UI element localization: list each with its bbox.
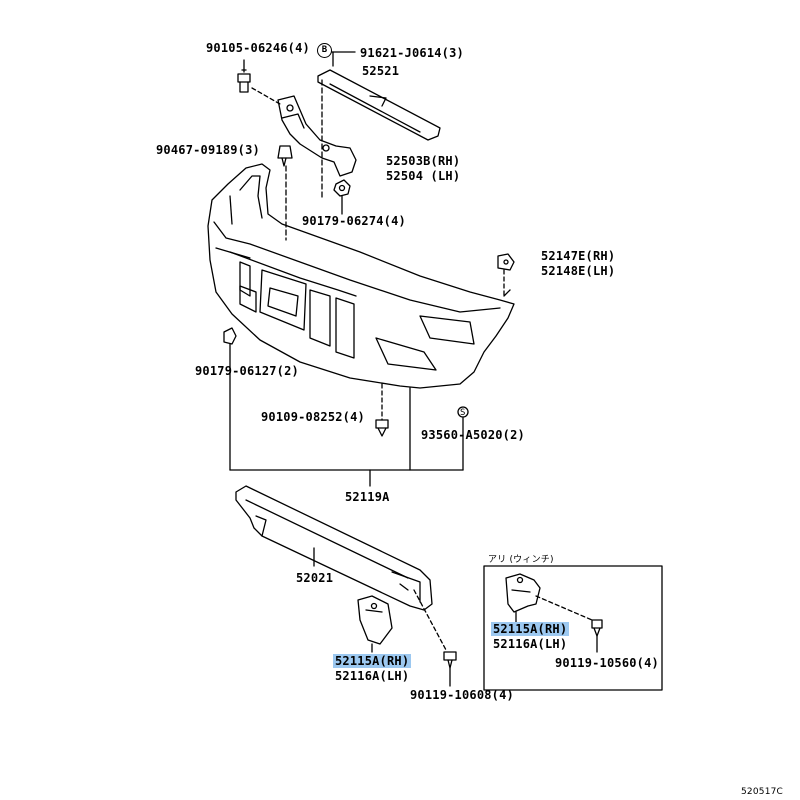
- callout-52021: 52021: [296, 571, 334, 585]
- callout-52115a-inset: 52115A(RH): [491, 622, 570, 636]
- callout-52119a: 52119A: [345, 490, 390, 504]
- reinforcement-52021-icon: [235, 485, 433, 611]
- b-marker: B: [317, 43, 332, 58]
- callout-91621: 91621-J0614(3): [360, 46, 464, 60]
- diagram-code: 520517C: [741, 787, 784, 797]
- callout-52148e: 52148E(LH): [541, 264, 616, 278]
- callout-52521: 52521: [362, 64, 400, 78]
- s-marker: S: [460, 408, 466, 418]
- callout-90467: 90467-09189(3): [156, 143, 260, 157]
- callout-52503b: 52503B(RH): [386, 154, 461, 168]
- bracket-52115a-main-icon: [357, 595, 393, 645]
- inset-frame: [483, 565, 663, 691]
- nut-90179-06127-icon: [223, 327, 237, 345]
- bolt-90105-icon: [237, 69, 251, 93]
- callout-52115a-main: 52115A(RH): [333, 654, 412, 668]
- callout-90179-06274: 90179-06274(4): [302, 214, 406, 228]
- upper-bracket-icon: [277, 95, 357, 177]
- callout-90119-10608: 90119-10608(4): [410, 688, 514, 702]
- callout-52147e: 52147E(RH): [541, 249, 616, 263]
- callout-93560: 93560-A5020(2): [421, 428, 525, 442]
- clip-90467-icon: [277, 145, 293, 167]
- callout-90119-10560: 90119-10560(4): [555, 656, 659, 670]
- callout-52504: 52504 (LH): [386, 169, 461, 183]
- callout-90109: 90109-08252(4): [261, 410, 365, 424]
- bumper-cover-icon: [207, 163, 515, 389]
- bolt-90109-icon: [375, 419, 389, 437]
- retainer-52521-icon: [317, 69, 441, 141]
- callout-52116a-inset: 52116A(LH): [493, 637, 568, 651]
- callout-90179-06127: 90179-06127(2): [195, 364, 299, 378]
- bolt-90119-10608-icon: [443, 651, 457, 669]
- callout-52116a-main: 52116A(LH): [335, 669, 410, 683]
- nut-90179-06274-icon: [333, 179, 351, 197]
- inset-title: アリ (ウィンチ): [488, 555, 554, 565]
- bolt-90119-10560-icon: [591, 619, 603, 637]
- clip-52147e-icon: [497, 253, 515, 271]
- bracket-52115a-inset-icon: [505, 573, 541, 613]
- callout-90105: 90105-06246(4): [206, 41, 310, 55]
